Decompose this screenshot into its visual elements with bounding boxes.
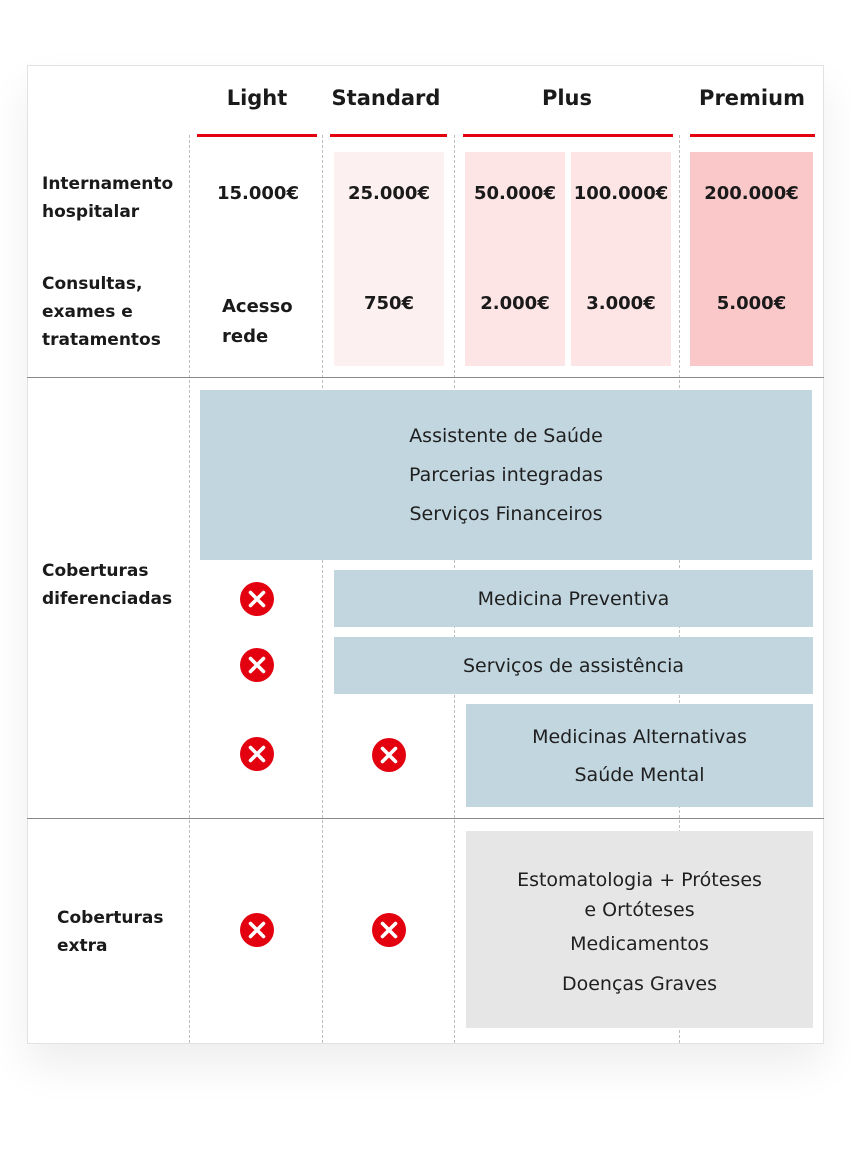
plus-premium-coverage-block: Medicinas Alternativas Saúde Mental — [466, 704, 813, 807]
plan-underline — [690, 134, 815, 137]
consultas-premium-value: 5.000€ — [716, 293, 787, 314]
plan-header-plus: Plus — [541, 86, 593, 110]
row-label-line: hospitalar — [42, 202, 140, 222]
row-label-line: Coberturas — [57, 908, 164, 928]
consultas-light-value: Acesso rede — [222, 292, 293, 352]
internamento-light-value: 15.000€ — [217, 183, 299, 204]
column-divider — [189, 135, 190, 1043]
plan-header-premium: Premium — [699, 86, 805, 110]
plus-50k-capital-block — [465, 152, 565, 366]
coverage-item: Parcerias integradas — [408, 464, 604, 486]
plan-underline — [463, 134, 673, 137]
standard-capital-block — [334, 152, 444, 366]
x-circle-icon — [372, 913, 406, 947]
internamento-plus-value: 100.000€ — [573, 183, 669, 204]
column-divider — [322, 135, 323, 1043]
row-label-consultas: Consultas, exames e tratamentos — [42, 270, 161, 354]
internamento-plus-value: 50.000€ — [474, 183, 556, 204]
row-label-coberturas-diferenciadas: Coberturas diferenciadas — [42, 557, 172, 613]
row-label-line: exames e — [42, 302, 133, 322]
all-plans-coverage-block: Assistente de Saúde Parcerias integradas… — [200, 390, 812, 560]
x-circle-icon — [240, 913, 274, 947]
coverage-item: Saúde Mental — [574, 763, 705, 786]
plan-underline — [197, 134, 317, 137]
extra-coverage-block: Estomatologia + Próteses e Ortóteses Med… — [466, 831, 813, 1028]
value-line: rede — [222, 326, 269, 347]
medicina-preventiva-block: Medicina Preventiva — [334, 570, 813, 627]
value-line: Acesso — [222, 296, 293, 317]
premium-capital-block — [690, 152, 813, 366]
consultas-plus-value: 3.000€ — [586, 293, 656, 314]
coverage-item: Serviços de assistência — [462, 654, 685, 677]
row-label-line: diferenciadas — [42, 589, 173, 609]
row-label-line: tratamentos — [42, 330, 161, 350]
coverage-item: Estomatologia + Próteses — [517, 868, 762, 891]
consultas-standard-value: 750€ — [363, 293, 415, 314]
row-label-line: extra — [57, 936, 108, 956]
row-label-coberturas-extra: Coberturas extra — [57, 904, 163, 960]
coverage-item: Medicinas Alternativas — [532, 725, 747, 748]
row-label-internamento: Internamento hospitalar — [42, 170, 173, 226]
coverage-item: Doenças Graves — [561, 972, 718, 995]
section-divider — [27, 818, 824, 819]
plan-header-standard: Standard — [331, 86, 441, 110]
x-circle-icon — [240, 582, 274, 616]
x-circle-icon — [372, 738, 406, 772]
x-circle-icon — [240, 737, 274, 771]
internamento-standard-value: 25.000€ — [348, 183, 430, 204]
plan-underline — [330, 134, 447, 137]
consultas-plus-value: 2.000€ — [480, 293, 550, 314]
coverage-item: e Ortóteses — [584, 898, 695, 921]
row-label-line: Coberturas — [42, 561, 149, 581]
x-circle-icon — [240, 648, 274, 682]
section-divider — [27, 377, 824, 378]
servicos-assistencia-block: Serviços de assistência — [334, 637, 813, 694]
coverage-item: Serviços Financeiros — [409, 503, 603, 525]
row-label-line: Internamento — [42, 174, 174, 194]
coverage-item: Assistente de Saúde — [409, 425, 603, 447]
coverage-item: Medicina Preventiva — [477, 587, 670, 610]
plan-header-light: Light — [226, 86, 288, 110]
coverage-item: Medicamentos — [570, 932, 709, 955]
plus-100k-capital-block — [571, 152, 671, 366]
row-label-line: Consultas, — [42, 274, 143, 294]
internamento-premium-value: 200.000€ — [704, 183, 799, 204]
